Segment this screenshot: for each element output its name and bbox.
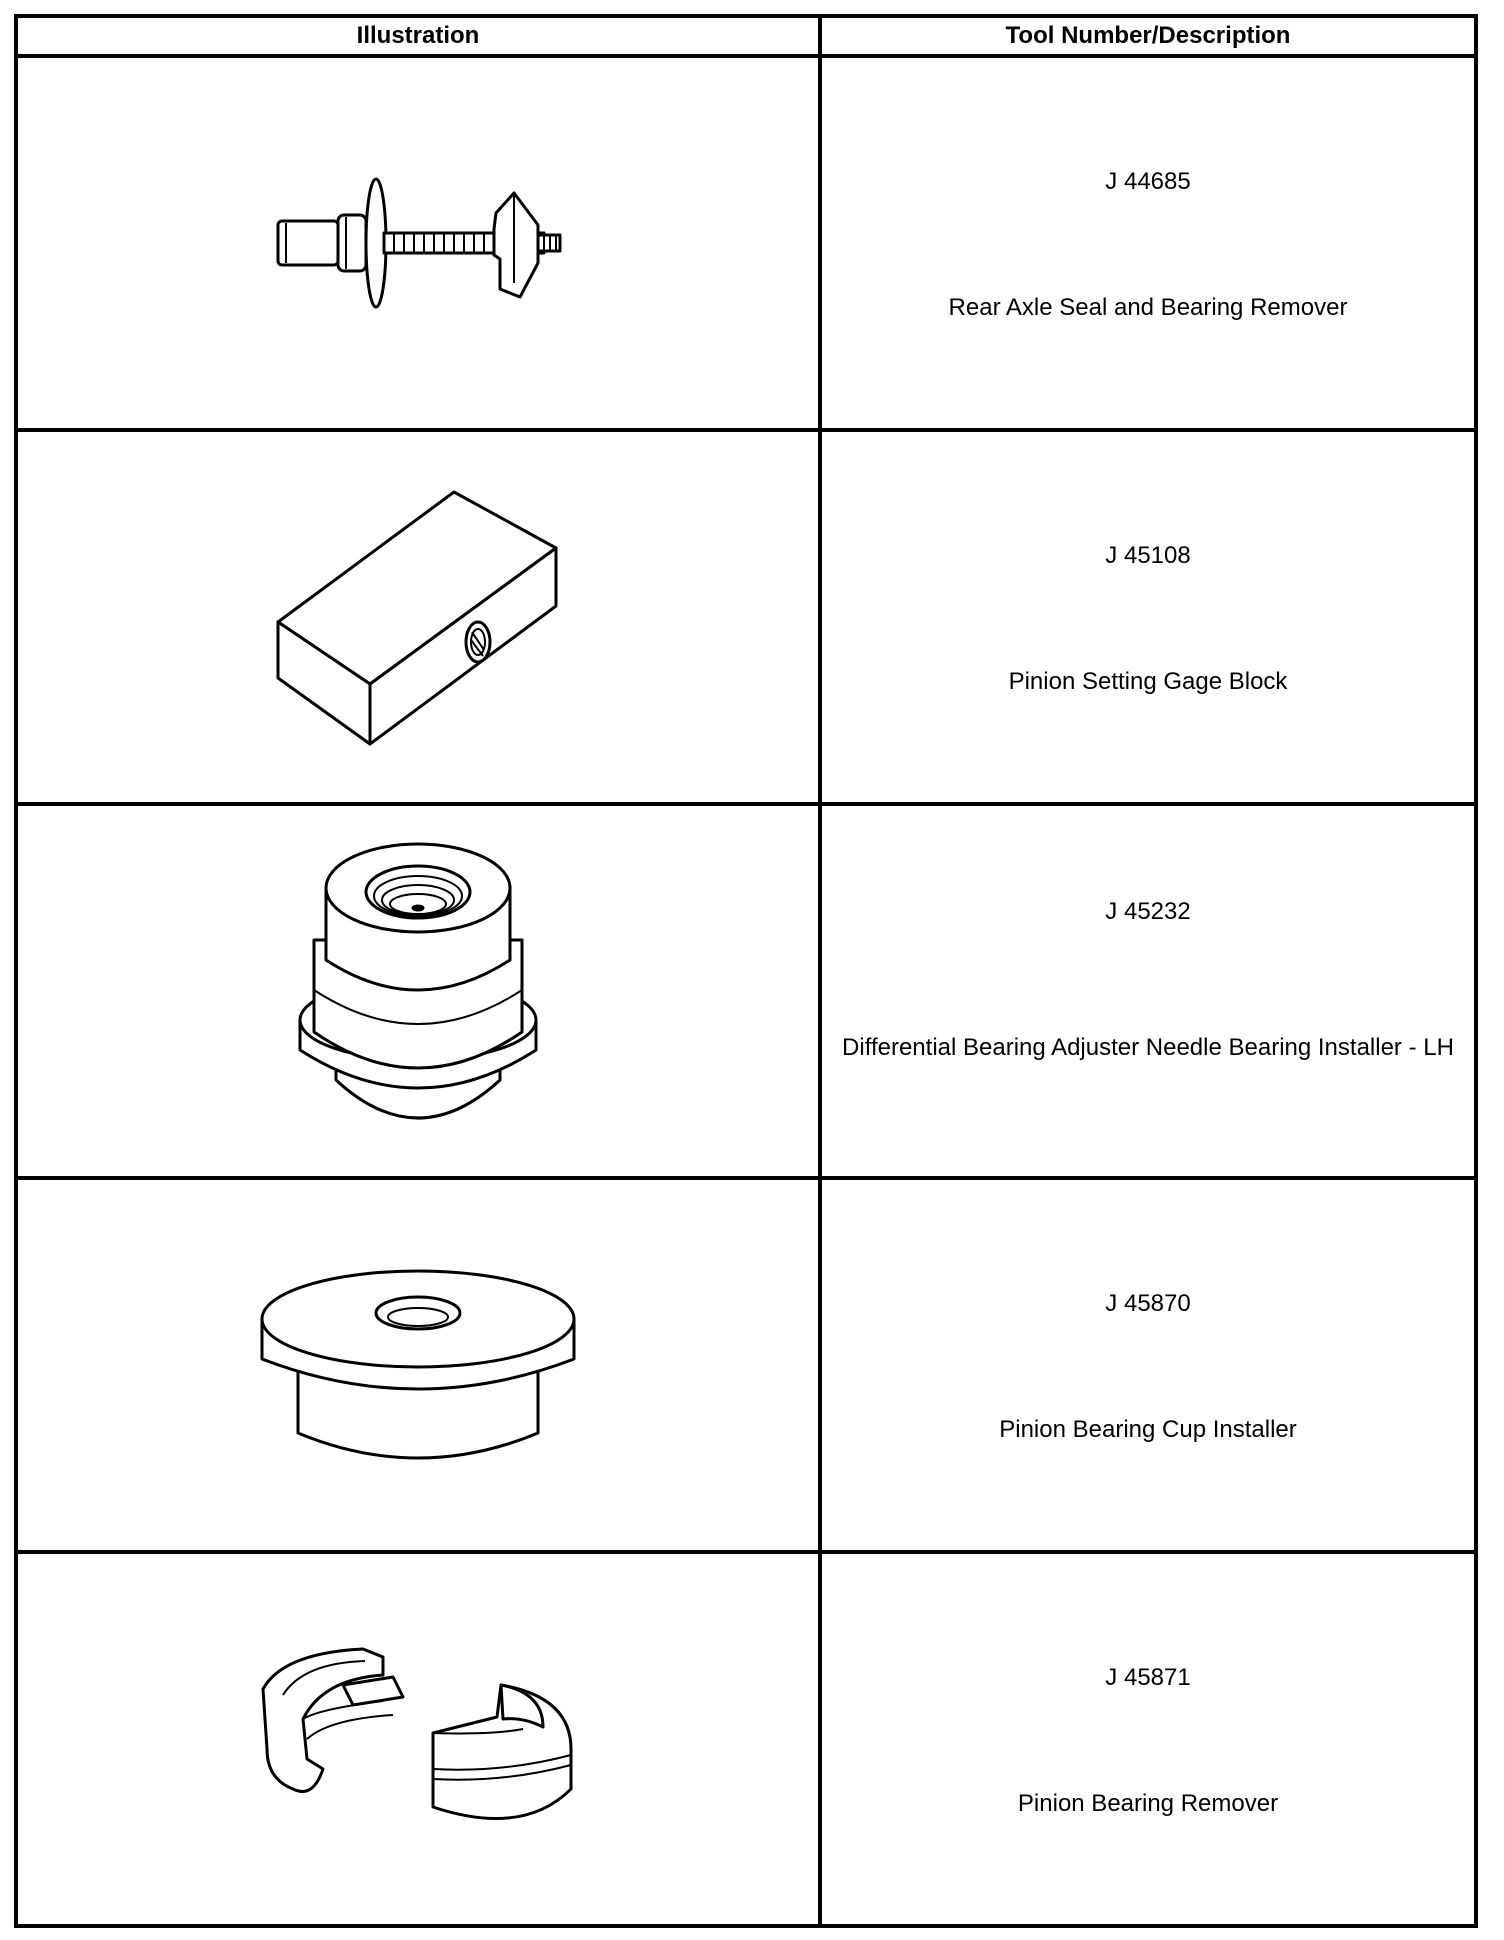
tool-cell: J 44685 Rear Axle Seal and Bearing Remov… <box>818 54 1478 432</box>
illustration-cell <box>14 1176 822 1554</box>
axle-seal-bearing-remover-icon <box>276 177 562 309</box>
table-row: J 45870 Pinion Bearing Cup Installer <box>14 1176 1478 1554</box>
tool-cell: J 45870 Pinion Bearing Cup Installer <box>818 1176 1478 1554</box>
table-row: J 45232 Differential Bearing Adjuster Ne… <box>14 802 1478 1180</box>
tool-number: J 45108 <box>1105 542 1191 569</box>
table-header-row: Illustration Tool Number/Description <box>14 14 1478 58</box>
pinion-bearing-remover-icon <box>261 1647 573 1821</box>
tool-number: J 45232 <box>1105 898 1191 925</box>
special-tools-table: Illustration Tool Number/Description <box>14 14 1478 1928</box>
illustration-cell <box>14 1550 822 1928</box>
tool-cell: J 45108 Pinion Setting Gage Block <box>818 428 1478 806</box>
tool-cell: J 45871 Pinion Bearing Remover <box>818 1550 1478 1928</box>
needle-bearing-installer-icon <box>298 842 538 1120</box>
illustration-cell <box>14 802 822 1180</box>
illustration-cell <box>14 54 822 432</box>
gage-block-icon <box>276 490 558 746</box>
tool-description: Rear Axle Seal and Bearing Remover <box>948 294 1348 321</box>
header-tool-number-description: Tool Number/Description <box>818 14 1478 58</box>
tool-description: Pinion Bearing Cup Installer <box>999 1416 1297 1443</box>
table-row: J 45108 Pinion Setting Gage Block <box>14 428 1478 806</box>
bearing-cup-installer-icon <box>260 1269 576 1460</box>
tool-description: Pinion Bearing Remover <box>1017 1790 1279 1817</box>
tool-description: Pinion Setting Gage Block <box>1008 668 1288 695</box>
tool-number: J 44685 <box>1105 168 1191 195</box>
illustration-cell <box>14 428 822 806</box>
tool-number: J 45870 <box>1105 1290 1191 1317</box>
table-row: J 44685 Rear Axle Seal and Bearing Remov… <box>14 54 1478 432</box>
table-row: J 45871 Pinion Bearing Remover <box>14 1550 1478 1928</box>
header-illustration: Illustration <box>14 14 822 58</box>
tool-number: J 45871 <box>1105 1664 1191 1691</box>
tool-description: Differential Bearing Adjuster Needle Bea… <box>842 1034 1454 1061</box>
tool-cell: J 45232 Differential Bearing Adjuster Ne… <box>818 802 1478 1180</box>
